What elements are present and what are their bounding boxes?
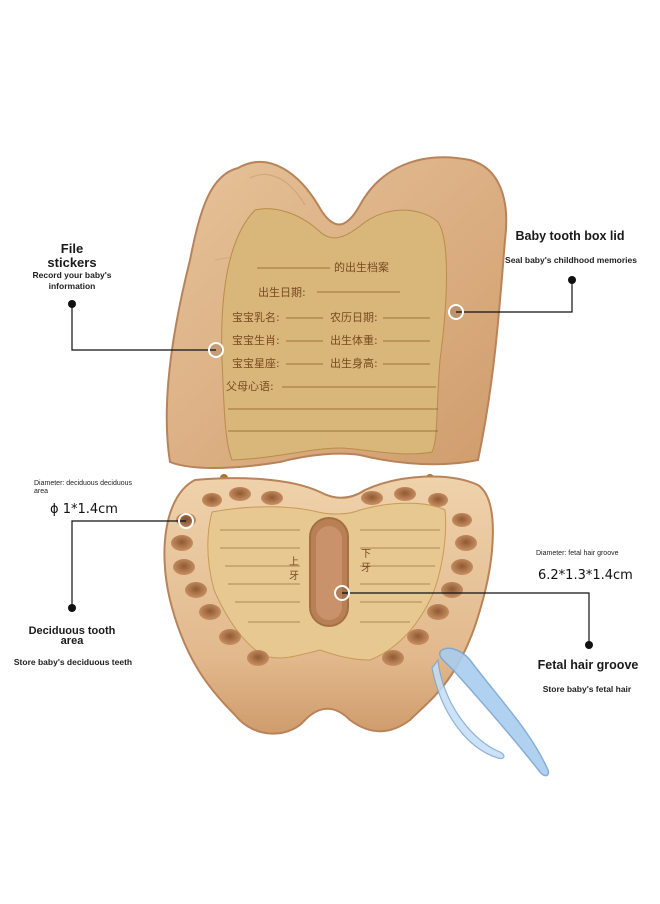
file-sticker-card — [221, 208, 447, 461]
deciduous-tooth-holes — [171, 487, 477, 666]
card-zodiac: 宝宝生肖: — [232, 334, 280, 347]
groove-marker — [334, 585, 350, 601]
fetal-title: Fetal hair groove — [537, 658, 639, 672]
deciduous-dim-caption: Diameter: deciduous deciduous area — [34, 480, 133, 495]
card-height: 出生身高: — [330, 357, 378, 370]
fetal-dim-value: 6.2*1.3*1.4cm — [538, 568, 633, 583]
stickers-title-line2: stickers — [47, 255, 97, 270]
tray-lower-label: 下牙 — [361, 549, 371, 574]
stickers-title-line1: File — [60, 241, 84, 256]
deciduous-title-line2: area — [60, 635, 84, 647]
deciduous-title-line1: Deciduous tooth — [28, 625, 116, 637]
lid-desc: Seal baby's childhood memories — [505, 255, 637, 265]
deciduous-desc: Store baby's deciduous teeth — [13, 657, 133, 667]
card-parents-words: 父母心语: — [226, 380, 274, 393]
callout-lines — [71, 280, 590, 645]
fetal-desc: Store baby's fetal hair — [542, 684, 632, 694]
lid-callout-dot — [568, 276, 576, 284]
card-heading: 的出生档案 — [334, 261, 389, 274]
card-constellation: 宝宝星座: — [232, 357, 280, 370]
fetal-dim-caption: Diameter: fetal hair groove — [536, 550, 619, 557]
lid-marker — [448, 304, 464, 320]
card-weight: 出生体重: — [330, 334, 378, 347]
deciduous-callout-dot — [68, 604, 76, 612]
deciduous-dim-value: ϕ 1*1.4cm — [50, 502, 118, 517]
tweezers — [431, 647, 550, 777]
sticker-callout-dot — [68, 300, 76, 308]
tray-upper-label: 上牙 — [289, 557, 299, 582]
groove-callout-dot — [585, 641, 593, 649]
stickers-desc-line2: information — [48, 281, 96, 291]
card-nickname: 宝宝乳名: — [232, 311, 280, 324]
card-birth-date: 出生日期: — [258, 286, 306, 299]
deciduous-marker — [178, 513, 194, 529]
card-lunar-date: 农历日期: — [330, 311, 378, 324]
tooth-box-base — [163, 475, 494, 735]
sticker-marker — [208, 342, 224, 358]
stickers-desc-line1: Record your baby's — [32, 270, 112, 280]
lid-title: Baby tooth box lid — [515, 229, 625, 243]
